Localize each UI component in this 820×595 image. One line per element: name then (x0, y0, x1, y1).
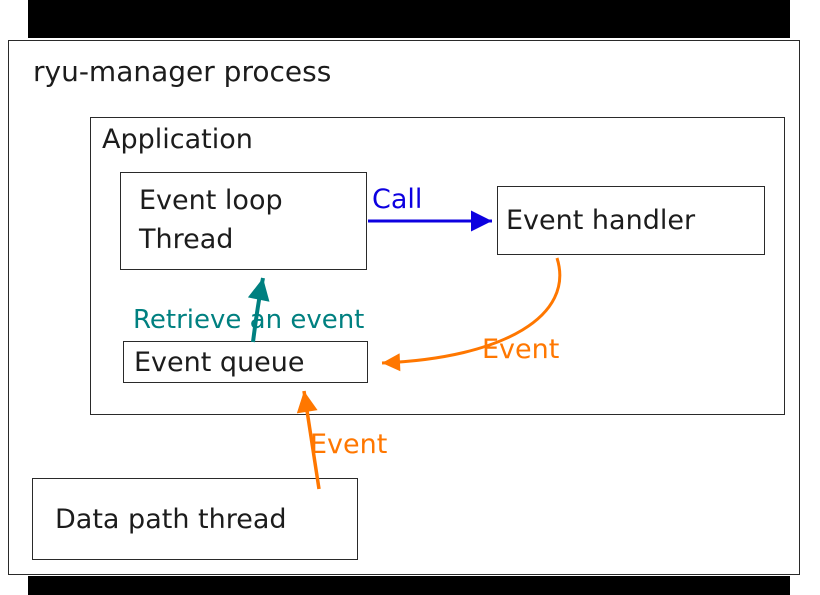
bottom-black-bar (28, 576, 790, 595)
application-box (90, 117, 785, 415)
event-loop-thread-box: Event loop Thread (120, 172, 367, 270)
process-title: ryu-manager process (33, 55, 332, 88)
top-black-bar (28, 0, 790, 38)
application-label: Application (102, 124, 253, 155)
event-from-datapath-label: Event (310, 429, 388, 460)
call-arrow-label: Call (372, 184, 423, 215)
event-from-handler-label: Event (482, 334, 560, 365)
data-path-thread-box: Data path thread (32, 478, 358, 560)
retrieve-event-label: Retrieve an event (133, 305, 365, 335)
event-handler-box: Event handler (497, 186, 765, 255)
event-loop-label-line1: Event loop (139, 185, 283, 216)
ryu-manager-process-box (8, 40, 800, 575)
event-loop-label-line2: Thread (139, 224, 234, 256)
event-queue-box: Event queue (123, 341, 368, 383)
data-path-thread-label: Data path thread (55, 503, 287, 535)
event-queue-label: Event queue (134, 346, 305, 378)
event-handler-label: Event handler (506, 205, 696, 236)
